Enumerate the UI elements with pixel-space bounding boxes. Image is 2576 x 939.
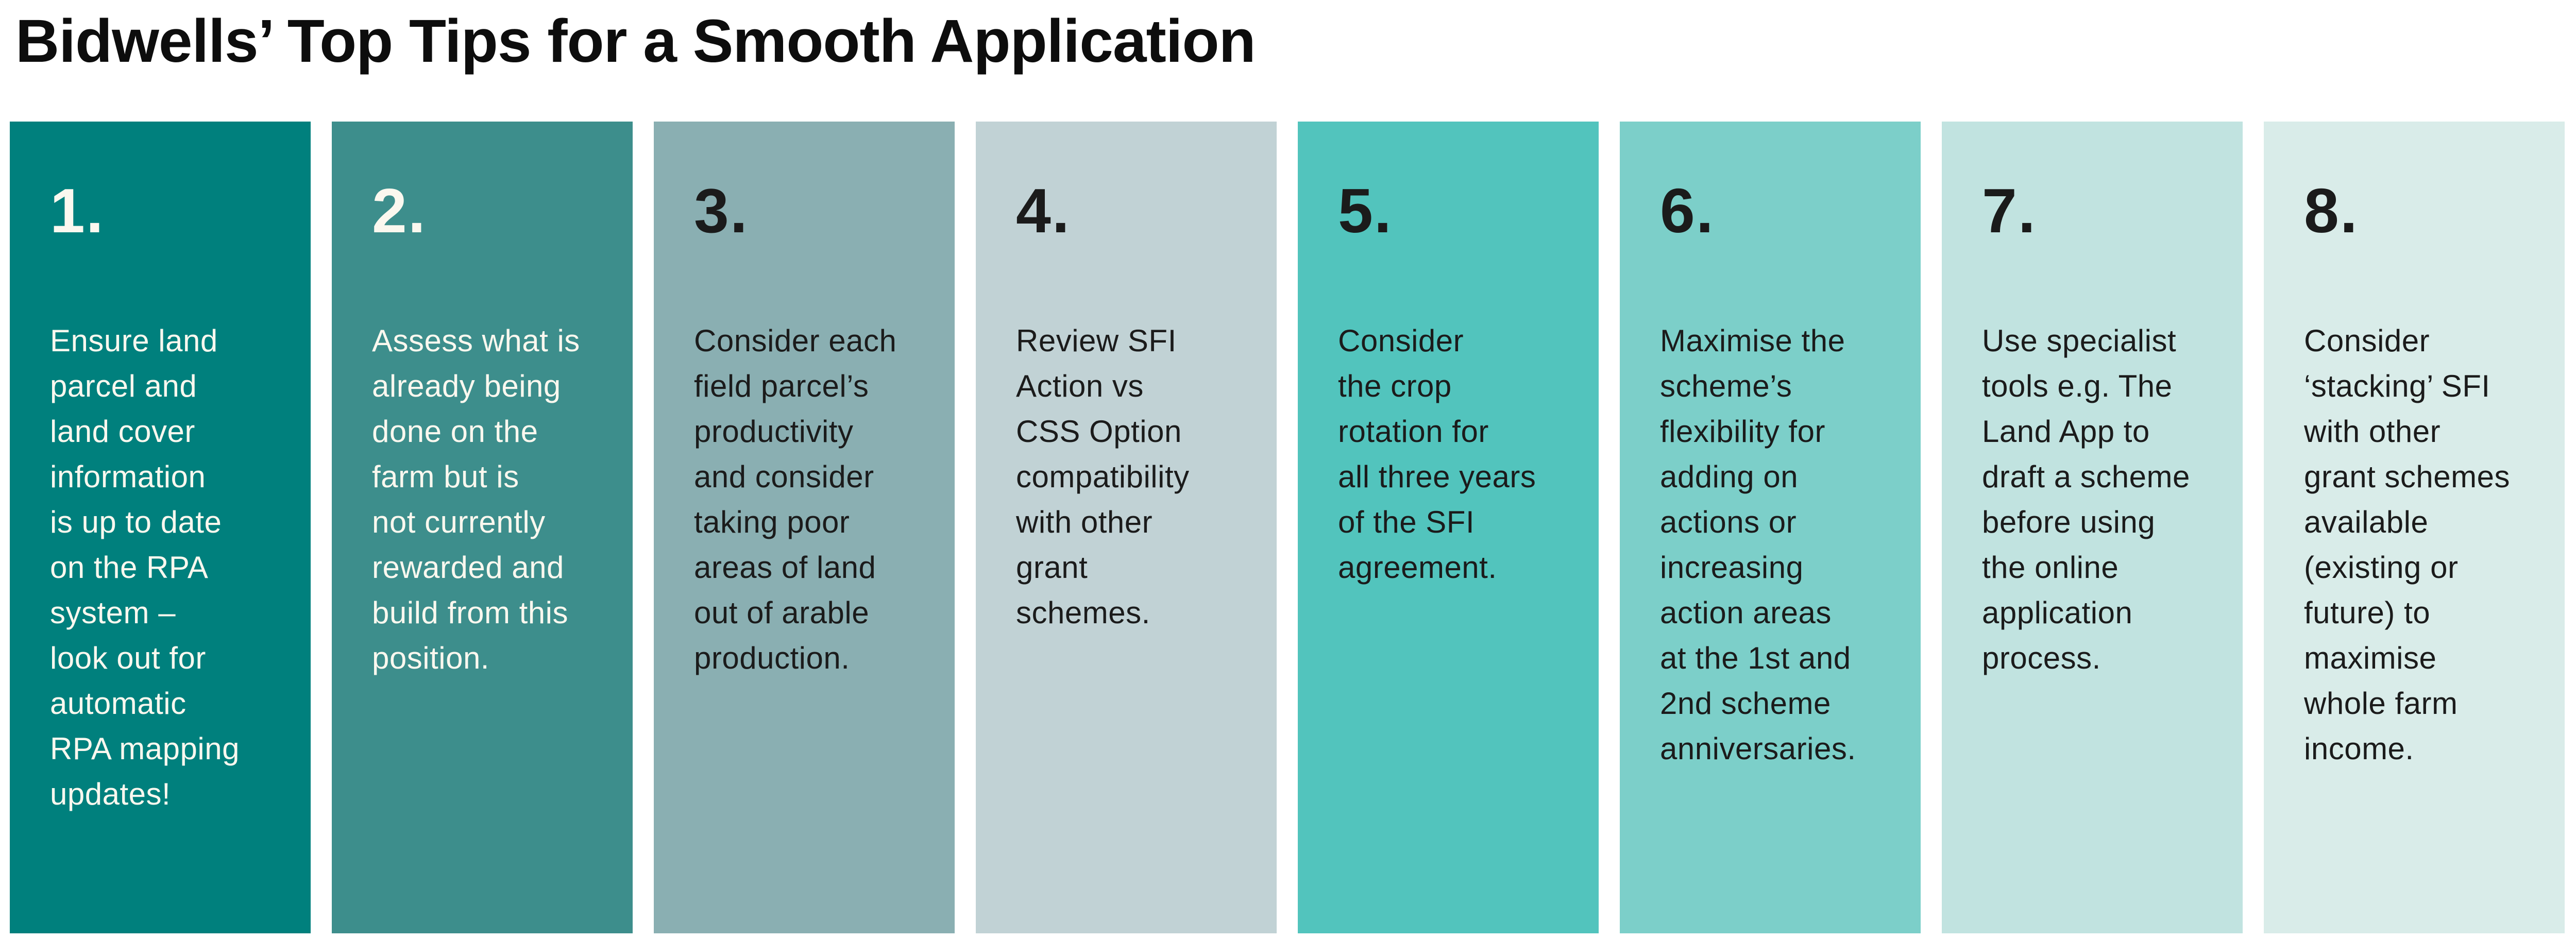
- tip-number: 5.: [1338, 176, 1393, 246]
- tip-number: 1.: [50, 176, 105, 246]
- tip-text: Review SFI Action vs CSS Option compatib…: [1016, 323, 1190, 630]
- tip-number: 2.: [372, 176, 427, 246]
- tip-text: Maximise the scheme’s flexibility for ad…: [1660, 323, 1856, 766]
- tip-text: Use specialist tools e.g. The Land App t…: [1982, 323, 2190, 675]
- tip-text: Consider the crop rotation for all three…: [1338, 323, 1536, 585]
- page-title: Bidwells’ Top Tips for a Smooth Applicat…: [15, 7, 1256, 75]
- tip-card-1: 1. Ensure land parcel and land cover inf…: [10, 122, 311, 933]
- tip-number: 4.: [1016, 176, 1071, 246]
- tip-number: 6.: [1660, 176, 1715, 246]
- tip-number: 7.: [1982, 176, 2037, 246]
- tip-card-6: 6. Maximise the scheme’s flexibility for…: [1620, 122, 1921, 933]
- tip-card-7: 7. Use specialist tools e.g. The Land Ap…: [1942, 122, 2243, 933]
- tip-card-5: 5. Consider the crop rotation for all th…: [1298, 122, 1599, 933]
- tip-text: Consider each field parcel’s productivit…: [694, 323, 897, 675]
- tip-text: Assess what is already being done on the…: [372, 323, 580, 675]
- tip-text: Consider ‘stacking’ SFI with other grant…: [2304, 323, 2511, 766]
- tips-row: 1. Ensure land parcel and land cover inf…: [10, 122, 2565, 933]
- tip-text: Ensure land parcel and land cover inform…: [50, 323, 240, 811]
- tip-card-3: 3. Consider each field parcel’s producti…: [654, 122, 955, 933]
- tip-card-8: 8. Consider ‘stacking’ SFI with other gr…: [2264, 122, 2565, 933]
- tip-card-4: 4. Review SFI Action vs CSS Option compa…: [976, 122, 1277, 933]
- tip-number: 3.: [694, 176, 749, 246]
- tip-card-2: 2. Assess what is already being done on …: [332, 122, 633, 933]
- tip-number: 8.: [2304, 176, 2359, 246]
